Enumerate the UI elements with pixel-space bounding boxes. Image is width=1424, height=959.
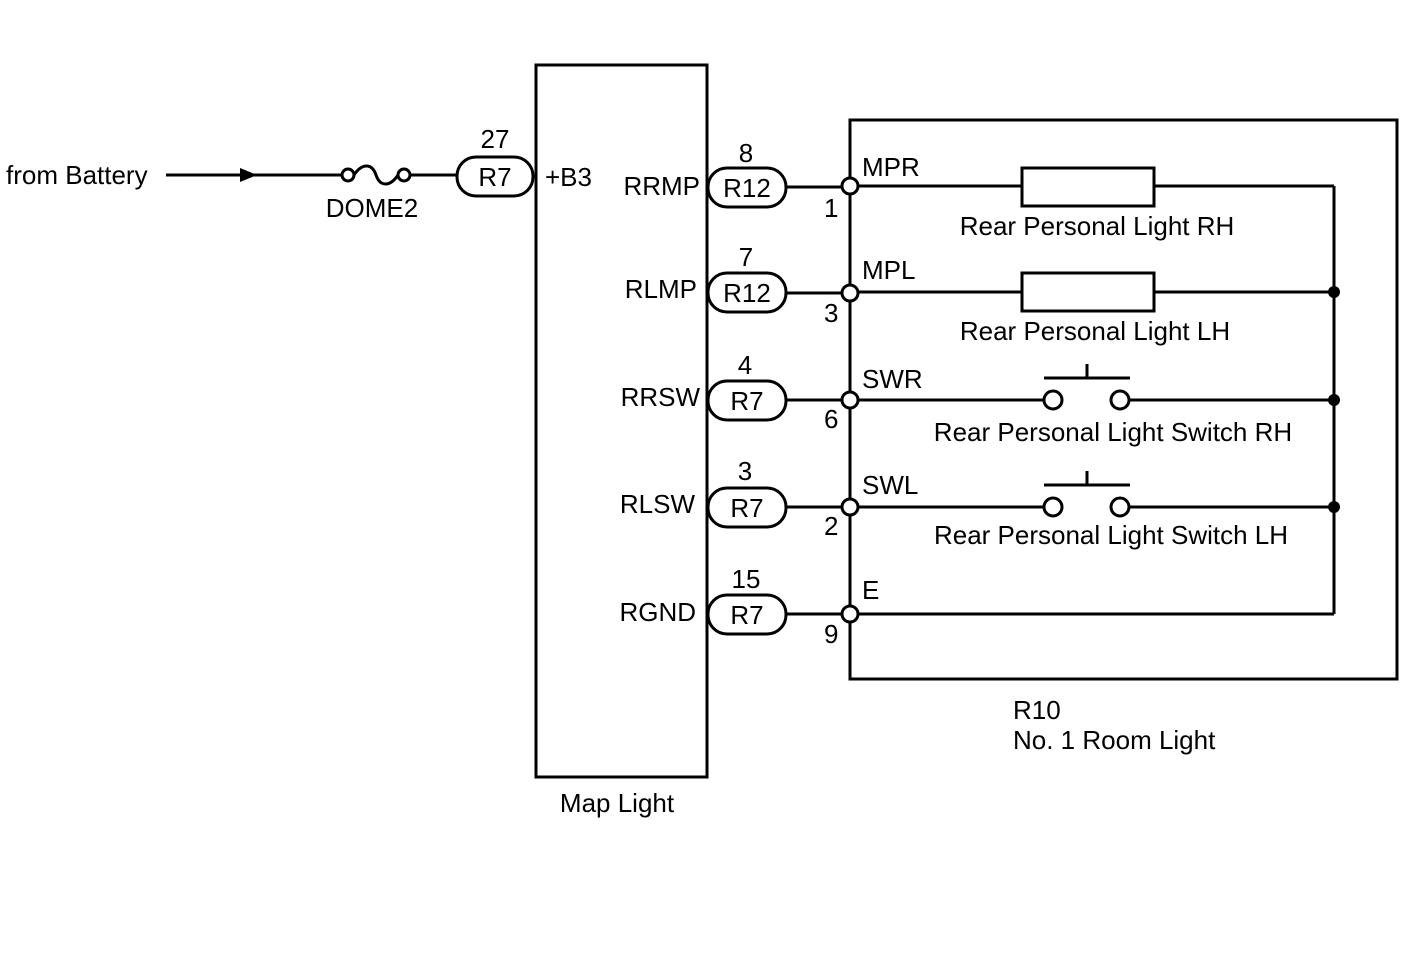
connector-label: R12 [723,278,771,308]
room-light-label: No. 1 Room Light [1013,725,1216,755]
switch-rh-label: Rear Personal Light Switch RH [934,417,1292,447]
feed-connector-badge [455,155,535,198]
battery-source-label: from Battery [6,160,148,190]
room-light-terminal: MPR [862,152,920,182]
lamp-rh-label: Rear Personal Light RH [960,211,1235,241]
fuse-dome2 [340,164,412,186]
map-light-pin-number: 8 [739,138,753,168]
room-light-connector-label: R10 [1013,695,1061,725]
feed-connector-label: R7 [478,162,511,192]
room-light-pin [840,604,860,624]
lamp-lh [1020,271,1156,313]
room-light-pin [840,390,860,410]
room-light-terminal: SWR [862,364,923,394]
fuse-label: DOME2 [326,193,418,223]
feed-pin-number: 27 [481,124,510,154]
room-light-pin-number: 3 [824,298,838,328]
map-light-pin-number: 4 [738,350,752,380]
room-light-pin [840,176,860,196]
map-light-terminal: RRMP [623,171,700,201]
circuit-row-3: RRSW 4 R7 SWR 6 Rear Personal Light Swit… [621,350,1334,447]
connector-label: R7 [730,493,763,523]
map-light-terminal: RLSW [620,489,696,519]
connector-label: R7 [730,600,763,630]
room-light-pin-number: 9 [824,619,838,649]
room-light-pin-number: 6 [824,404,838,434]
circuit-row-2: RLMP 7 R12 MPL 3 Rear Personal Light LH [625,242,1334,346]
feed-terminal-label: +B3 [545,162,592,192]
room-light-pin [840,497,860,517]
lamp-lh-label: Rear Personal Light LH [960,316,1230,346]
connector-label: R7 [730,386,763,416]
battery-feed-arrow-icon [240,168,257,182]
circuit-row-4: RLSW 3 R7 SWL 2 Rear Personal Light Swit… [620,456,1334,550]
room-light-pin [840,283,860,303]
lamp-rh [1020,166,1156,208]
map-light-pin-number: 3 [738,456,752,486]
room-light-terminal: E [862,575,879,605]
map-light-terminal: RGND [619,597,696,627]
map-light-terminal: RRSW [621,382,701,412]
map-light-pin-number: 15 [732,564,761,594]
switch-lh-label: Rear Personal Light Switch LH [934,520,1288,550]
room-light-terminal: MPL [862,255,915,285]
map-light-box [534,63,709,779]
room-light-terminal: SWL [862,470,918,500]
map-light-terminal: RLMP [625,274,697,304]
room-light-pin-number: 2 [824,511,838,541]
map-light-pin-number: 7 [739,242,753,272]
map-light-label: Map Light [560,788,675,818]
circuit-row-1: RRMP 8 R12 MPR 1 Rear Personal Light RH [623,138,1334,241]
switch-rh [1042,364,1131,411]
circuit-row-5: RGND 15 R7 E 9 [619,564,1334,649]
room-light-pin-number: 1 [824,193,838,223]
switch-lh [1042,471,1131,518]
connector-label: R12 [723,173,771,203]
